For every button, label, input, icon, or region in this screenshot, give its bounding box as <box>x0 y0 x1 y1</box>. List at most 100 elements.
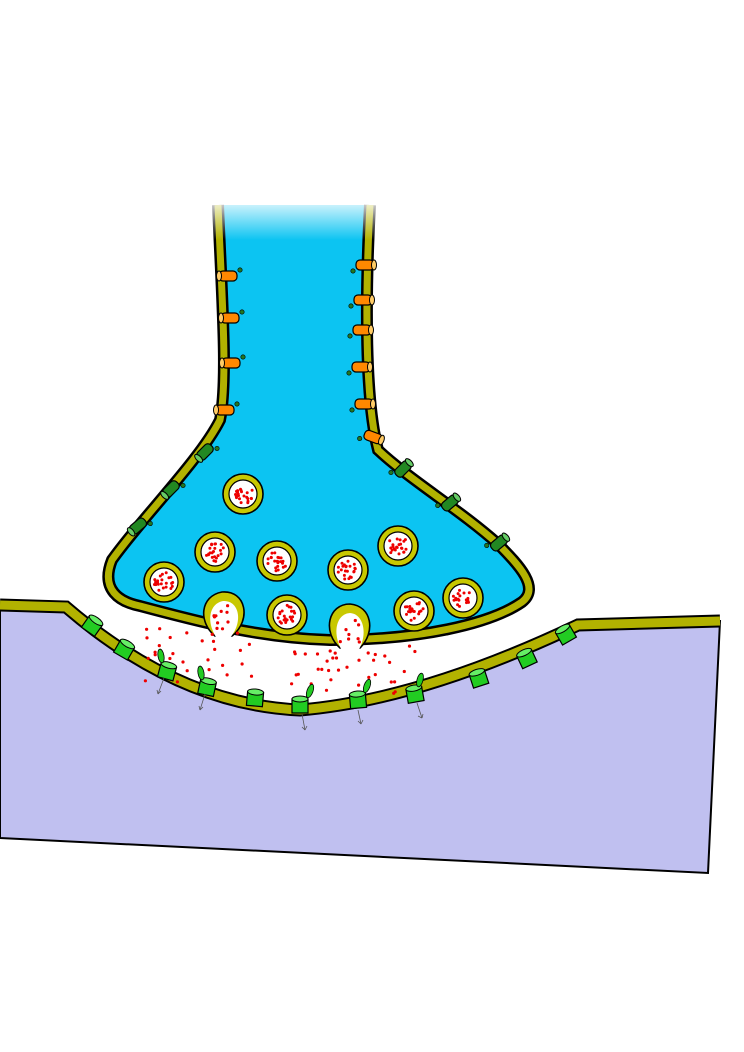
neurotransmitter-molecule <box>269 555 273 559</box>
neurotransmitter-molecule <box>467 591 471 595</box>
neurotransmitter-molecule <box>219 542 223 546</box>
neurotransmitter-molecule <box>467 600 470 604</box>
neurotransmitter-molecule <box>207 552 211 556</box>
neurotransmitter-molecule <box>181 660 185 664</box>
neurotransmitter-molecule <box>236 490 239 494</box>
neurotransmitter-molecule <box>456 592 460 596</box>
neurotransmitter-molecule <box>403 538 407 542</box>
neurotransmitter-molecule <box>345 569 349 573</box>
neurotransmitter-molecule <box>208 546 212 550</box>
neurotransmitter-molecule <box>288 615 292 619</box>
neurotransmitter-molecule <box>153 583 156 586</box>
neurotransmitter-molecule <box>353 618 357 623</box>
neurotransmitter-molecule <box>164 571 168 575</box>
neurotransmitter-molecule <box>280 609 284 613</box>
neurotransmitter-molecule <box>325 659 329 663</box>
neurotransmitter-molecule <box>403 605 407 609</box>
neurotransmitter-molecule <box>246 497 250 501</box>
neurotransmitter-molecule <box>206 658 210 662</box>
neurotransmitter-molecule <box>331 656 335 660</box>
neurotransmitter-molecule <box>210 542 214 546</box>
synaptic-vesicle-icon <box>143 561 185 603</box>
neurotransmitter-molecule <box>340 561 344 565</box>
fusing-vesicle-right <box>328 603 371 652</box>
neurotransmitter-molecule <box>352 569 356 573</box>
neurotransmitter-molecule <box>343 577 347 581</box>
neurotransmitter-molecule <box>216 621 220 625</box>
neurotransmitter-molecule <box>213 542 217 546</box>
neurotransmitter-molecule <box>412 616 416 620</box>
neurotransmitter-molecule <box>412 610 416 613</box>
neurotransmitter-molecule <box>336 565 340 569</box>
neurotransmitter-molecule <box>216 554 220 558</box>
neurotransmitter-molecule <box>413 649 417 654</box>
neurotransmitter-molecule <box>239 501 243 505</box>
neurotransmitter-molecule <box>281 561 284 565</box>
neurotransmitter-molecule <box>276 564 280 568</box>
neurotransmitter-molecule <box>276 616 280 620</box>
neurotransmitter-molecule <box>457 598 461 602</box>
neurotransmitter-molecule <box>210 555 214 559</box>
neurotransmitter-molecule <box>347 632 351 637</box>
neurotransmitter-molecule <box>328 649 332 653</box>
neurotransmitter-molecule <box>357 658 361 662</box>
neurotransmitter-molecule <box>395 537 399 541</box>
neurotransmitter-molecule <box>235 631 240 635</box>
neurotransmitter-molecule <box>352 562 356 566</box>
neurotransmitter-molecule <box>276 555 280 559</box>
neurotransmitter-molecule <box>315 652 320 656</box>
neurotransmitter-molecule <box>246 499 250 503</box>
neurotransmitter-molecule <box>417 602 421 606</box>
neurotransmitter-molecule <box>393 680 397 684</box>
neurotransmitter-molecule <box>226 604 230 608</box>
neurotransmitter-molecule <box>273 551 277 555</box>
neurotransmitter-molecule <box>167 576 171 580</box>
neurotransmitters-in-vesicles <box>153 487 471 625</box>
synaptic-vesicle-icon <box>194 531 236 573</box>
synaptic-vesicle-icon <box>377 525 419 567</box>
neurotransmitter-molecule <box>213 546 217 550</box>
receptor-channel-icon <box>404 683 425 704</box>
neurotransmitter-molecule <box>185 669 189 673</box>
neurotransmitter-molecule <box>357 640 361 644</box>
neurotransmitter-molecule <box>158 627 162 631</box>
neurotransmitter-molecule <box>410 607 414 611</box>
neurotransmitter-molecule <box>205 553 208 557</box>
neurotransmitter-molecule <box>161 586 165 590</box>
neurotransmitter-molecule <box>451 594 455 598</box>
neurotransmitter-molecule <box>389 546 393 550</box>
neurotransmitter-molecule <box>336 570 340 574</box>
neurotransmitter-molecule <box>156 582 160 586</box>
neurotransmitter-molecule <box>347 577 351 581</box>
neurotransmitter-molecule <box>397 543 401 547</box>
receptor-activation <box>157 648 424 699</box>
neurotransmitter-molecule <box>153 578 157 582</box>
neurotransmitter-molecule <box>282 614 286 618</box>
neurotransmitter-molecule <box>397 552 401 556</box>
neurotransmitter-molecule <box>333 651 337 655</box>
neurotransmitter-molecule <box>276 568 280 572</box>
neurotransmitter-molecule <box>327 668 331 673</box>
neurotransmitter-molecule <box>290 609 293 613</box>
neurotransmitter-molecule <box>393 548 397 552</box>
neurotransmitter-molecule <box>247 642 251 647</box>
neurotransmitter-molecule <box>458 588 461 592</box>
neurotransmitter-molecule <box>388 660 392 665</box>
fusing-vesicle-left <box>202 591 245 640</box>
neurotransmitter-molecule <box>338 640 342 644</box>
neurotransmitter-molecule <box>341 564 345 568</box>
neurotransmitter-molecule <box>373 673 377 677</box>
neurotransmitter-molecule <box>242 494 246 498</box>
neurotransmitter-molecule <box>303 652 307 656</box>
neurotransmitter-molecule <box>226 620 230 624</box>
neurotransmitter-molecule <box>316 667 320 671</box>
neurotransmitter-molecule <box>344 564 348 568</box>
neurotransmitter-molecule <box>214 556 218 560</box>
neurotransmitter-molecule <box>219 548 222 552</box>
neurotransmitter-molecule <box>320 667 324 672</box>
neurotransmitter-molecule <box>207 668 211 672</box>
neurotransmitter-molecule <box>279 621 283 625</box>
neurotransmitter-molecule <box>213 647 217 652</box>
neurotransmitter-molecule <box>293 611 297 615</box>
neurotransmitter-molecule <box>391 543 395 547</box>
